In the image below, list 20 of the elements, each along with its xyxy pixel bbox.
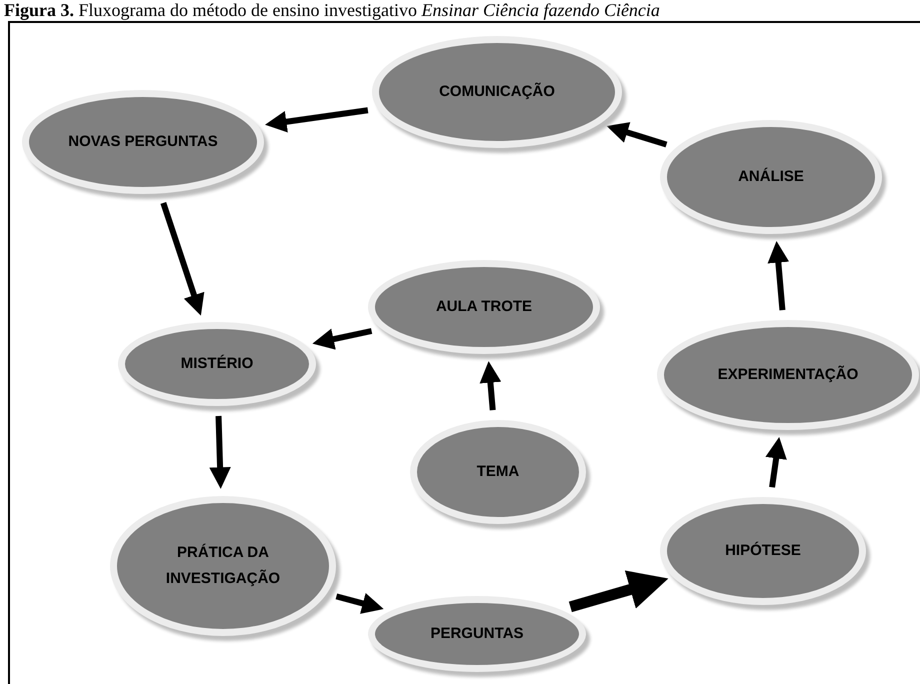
arrow [768,241,790,310]
node-label: EXPERIMENTAÇÃO [718,364,858,385]
figure-title: Figura 3. Fluxograma do método de ensino investigativo Ensinar Ciência fazendo Ciência [4,0,660,20]
node-label: ANÁLISE [738,166,804,187]
arrow [265,107,368,132]
arrow [480,361,502,410]
node-label: AULA TROTE [436,297,532,317]
node-label: COMUNICAÇÃO [439,82,555,102]
arrow [568,570,668,612]
node-label: HIPÓTESE [725,540,801,561]
arrow [606,122,668,148]
arrow [160,202,204,316]
node-label: TEMA [476,462,520,482]
node-label: PRÁTICA DA INVESTIGAÇÃO [164,542,282,589]
arrow [209,416,231,489]
arrow [765,436,787,488]
node-label: PERGUNTAS [430,624,524,644]
arrow [312,328,372,350]
node-label: MISTÉRIO [180,354,254,374]
node-label: NOVAS PERGUNTAS [68,132,218,152]
